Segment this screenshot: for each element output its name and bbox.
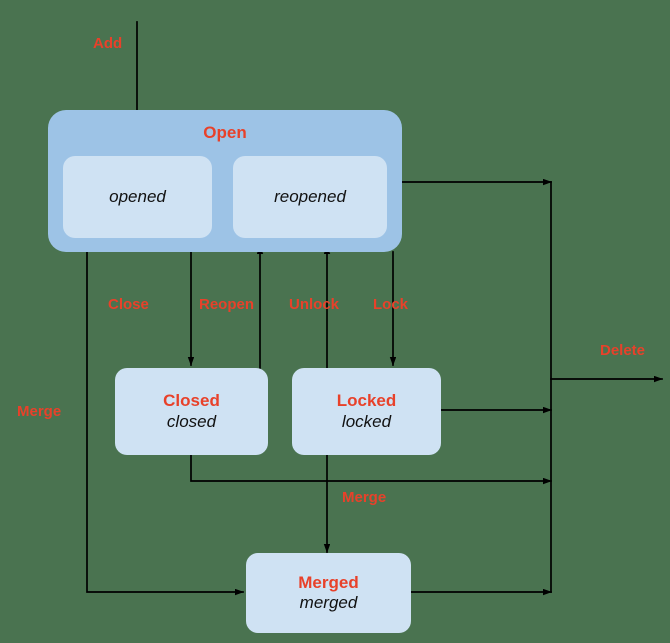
edge-label-add: Add — [93, 35, 123, 52]
state-closed-title: Closed — [163, 391, 220, 411]
edge-label-merge-left: Merge — [17, 403, 62, 420]
state-closed-subtitle: closed — [166, 411, 217, 431]
state-merged-subtitle: merged — [299, 593, 358, 612]
edge-label-lock: Lock — [373, 296, 409, 313]
edge-merge-left — [86, 251, 244, 596]
edge-label-reopen: Reopen — [199, 296, 255, 313]
edge-label-unlock: Unlock — [289, 296, 340, 313]
state-reopened[interactable]: reopened — [233, 156, 387, 238]
state-merged[interactable]: Merged merged — [246, 553, 411, 633]
state-merged-title: Merged — [298, 572, 359, 592]
edge-label-close: Close — [108, 296, 149, 313]
state-reopened-label: reopened — [274, 186, 346, 206]
state-locked[interactable]: Locked locked — [292, 368, 441, 455]
edge-closed-to-collector — [190, 454, 552, 485]
state-locked-subtitle: locked — [341, 411, 392, 431]
state-closed[interactable]: Closed closed — [115, 368, 268, 455]
state-locked-title: Locked — [336, 391, 397, 411]
edge-label-delete: Delete — [600, 342, 646, 359]
state-opened-label: opened — [109, 186, 166, 206]
state-group-open-label: Open — [203, 123, 247, 142]
edge-label-merge-middle: Merge — [342, 489, 387, 506]
state-opened[interactable]: opened — [63, 156, 212, 238]
